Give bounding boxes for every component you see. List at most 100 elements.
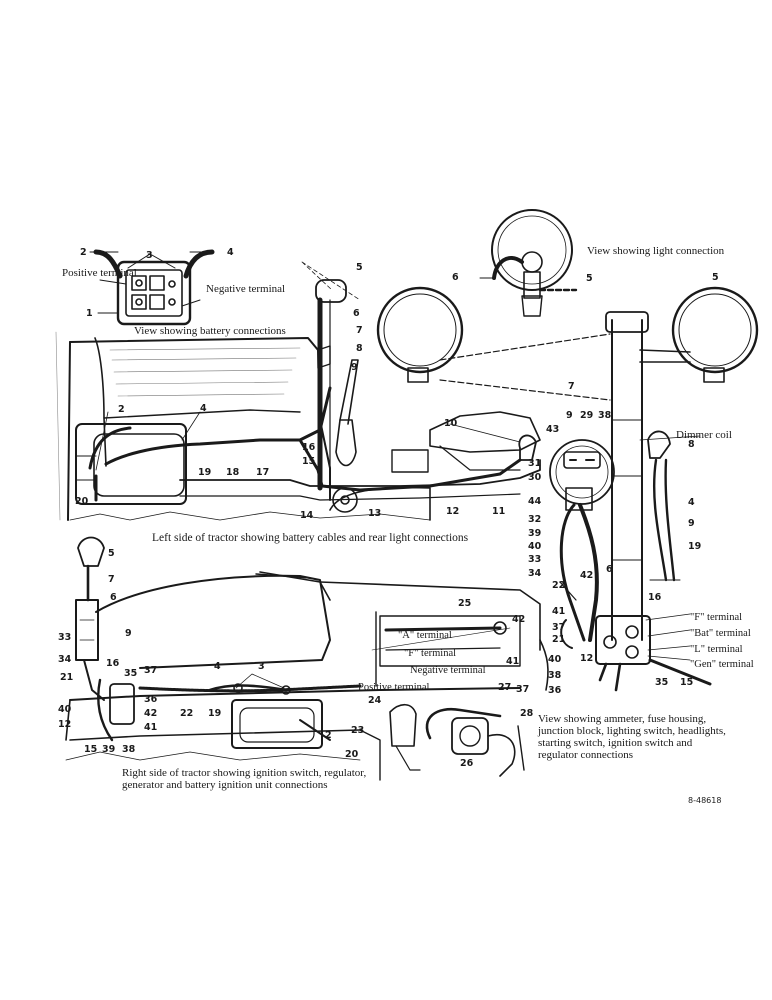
callout-14: 14 — [300, 510, 314, 521]
callout-42: 42 — [144, 708, 157, 719]
ammeter-caption-4: regulator connections — [538, 749, 633, 761]
callout-5: 5 — [356, 262, 363, 273]
callout-10: 10 — [444, 418, 458, 429]
callout-36: 36 — [144, 694, 158, 705]
callout-15: 15 — [84, 744, 97, 755]
right-side-caption-2: generator and battery ignition unit conn… — [122, 779, 328, 791]
callout-7: 7 — [108, 574, 115, 585]
view-battery-caption: View showing battery connections — [134, 325, 286, 337]
figure-code: 8-48618 — [688, 796, 721, 805]
tractor-right-side — [65, 536, 549, 781]
callout-6: 6 — [353, 308, 360, 319]
tractor-left-side — [67, 261, 541, 521]
callout-26: 26 — [460, 758, 474, 769]
bat-terminal-label: "Bat" terminal — [690, 628, 751, 639]
callout-7: 7 — [568, 381, 575, 392]
callout-35: 35 — [124, 668, 137, 679]
ammeter-caption-1: View showing ammeter, fuse housing, — [538, 713, 706, 725]
callout-8: 8 — [688, 439, 695, 450]
callout-21: 21 — [552, 634, 565, 645]
callout-41: 41 — [552, 606, 565, 617]
callout-29: 29 — [580, 410, 593, 421]
callout-42: 42 — [512, 614, 525, 625]
callout-9: 9 — [688, 518, 695, 529]
callout-25: 25 — [458, 598, 471, 609]
callout-41: 41 — [506, 656, 519, 667]
callout-16: 16 — [648, 592, 662, 603]
callout-34: 34 — [528, 568, 542, 579]
callout-33: 33 — [528, 554, 541, 565]
callout-37: 37 — [516, 684, 529, 695]
callout-15: 15 — [680, 677, 693, 688]
callout-19: 19 — [198, 467, 211, 478]
callout-32: 32 — [528, 514, 541, 525]
callout-17: 17 — [256, 467, 269, 478]
callout-21: 21 — [60, 672, 73, 683]
callout-38: 38 — [548, 670, 562, 681]
callout-16: 16 — [302, 442, 316, 453]
callout-40: 40 — [58, 704, 72, 715]
callout-42: 42 — [580, 570, 593, 581]
light-view — [479, 209, 578, 317]
callout-11: 11 — [492, 506, 505, 517]
headlights-assembly — [376, 286, 759, 641]
positive-terminal-text: Positive terminal — [62, 267, 137, 279]
callout-3: 3 — [258, 661, 265, 672]
ammeter-caption-2: junction block, lighting switch, headlig… — [537, 725, 726, 737]
callout-16: 16 — [106, 658, 120, 669]
callout-22: 22 — [552, 580, 565, 591]
view-light-caption: View showing light connection — [587, 245, 725, 257]
callout-33: 33 — [58, 632, 71, 643]
callout-20: 20 — [345, 749, 359, 760]
callout-1: 1 — [86, 308, 93, 319]
callout-6: 6 — [606, 564, 613, 575]
callout-22: 22 — [180, 708, 193, 719]
callout-3: 3 — [146, 250, 153, 261]
callout-12: 12 — [58, 719, 71, 730]
left-side-caption: Left side of tractor showing battery cab… — [152, 532, 469, 544]
positive-terminal-2-label: Positive terminal — [358, 682, 430, 693]
callout-4: 4 — [688, 497, 695, 508]
callout-9: 9 — [566, 410, 573, 421]
callout-41: 41 — [144, 722, 157, 733]
callout-4: 4 — [200, 403, 207, 414]
callout-8: 8 — [356, 343, 363, 354]
f-terminal-label: "F" terminal — [690, 612, 742, 623]
a-terminal-label: "A" terminal — [398, 630, 452, 641]
callout-6: 6 — [110, 592, 117, 603]
callout-23: 23 — [351, 725, 364, 736]
callout-6: 6 — [452, 272, 459, 283]
callout-13: 13 — [368, 508, 381, 519]
dimmer-coil-label: Dimmer coil — [676, 429, 732, 441]
callout-43: 43 — [546, 424, 559, 435]
callout-40: 40 — [548, 654, 562, 665]
callout-4: 4 — [227, 247, 234, 258]
callout-19: 19 — [208, 708, 221, 719]
ammeter-caption-3: starting switch, ignition switch and — [538, 737, 693, 749]
callout-24: 24 — [368, 695, 382, 706]
callout-2: 2 — [80, 247, 87, 258]
callout-4: 4 — [214, 661, 221, 672]
callout-5: 5 — [712, 272, 719, 283]
callout-35: 35 — [655, 677, 668, 688]
positive-terminal-label: Positive terminal — [62, 267, 137, 279]
callout-9: 9 — [125, 628, 132, 639]
callout-5: 5 — [586, 273, 593, 284]
negative-terminal-label: Negative terminal — [206, 283, 285, 295]
battery-view — [89, 249, 215, 326]
callout-44: 44 — [528, 496, 542, 507]
callout-37: 37 — [144, 665, 157, 676]
callout-19: 19 — [688, 541, 701, 552]
callout-5: 5 — [108, 548, 115, 559]
callout-12: 12 — [580, 653, 593, 664]
callout-38: 38 — [598, 410, 612, 421]
negative-terminal-2-label: Negative terminal — [410, 665, 486, 676]
callout-36: 36 — [548, 685, 562, 696]
callout-20: 20 — [75, 496, 89, 507]
callout-12: 12 — [446, 506, 459, 517]
callout-2: 2 — [325, 730, 332, 741]
right-side-caption-1: Right side of tractor showing ignition s… — [122, 767, 367, 779]
callout-27: 27 — [498, 682, 511, 693]
l-terminal-label: "L" terminal — [690, 644, 743, 655]
callout-40: 40 — [528, 541, 542, 552]
